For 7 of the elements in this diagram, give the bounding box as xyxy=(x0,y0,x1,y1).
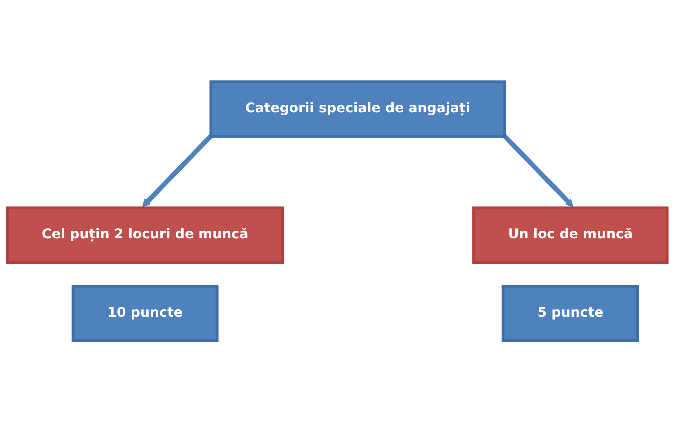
arrow xyxy=(142,134,213,208)
node-box: 5 puncte xyxy=(502,285,640,342)
node-box: Cel puțin 2 locuri de muncă xyxy=(6,206,284,264)
node-box: Un loc de muncă xyxy=(472,206,669,264)
arrow xyxy=(503,134,574,208)
node-box: Categorii speciale de angajați xyxy=(210,80,506,138)
node-box: 10 puncte xyxy=(72,285,219,342)
